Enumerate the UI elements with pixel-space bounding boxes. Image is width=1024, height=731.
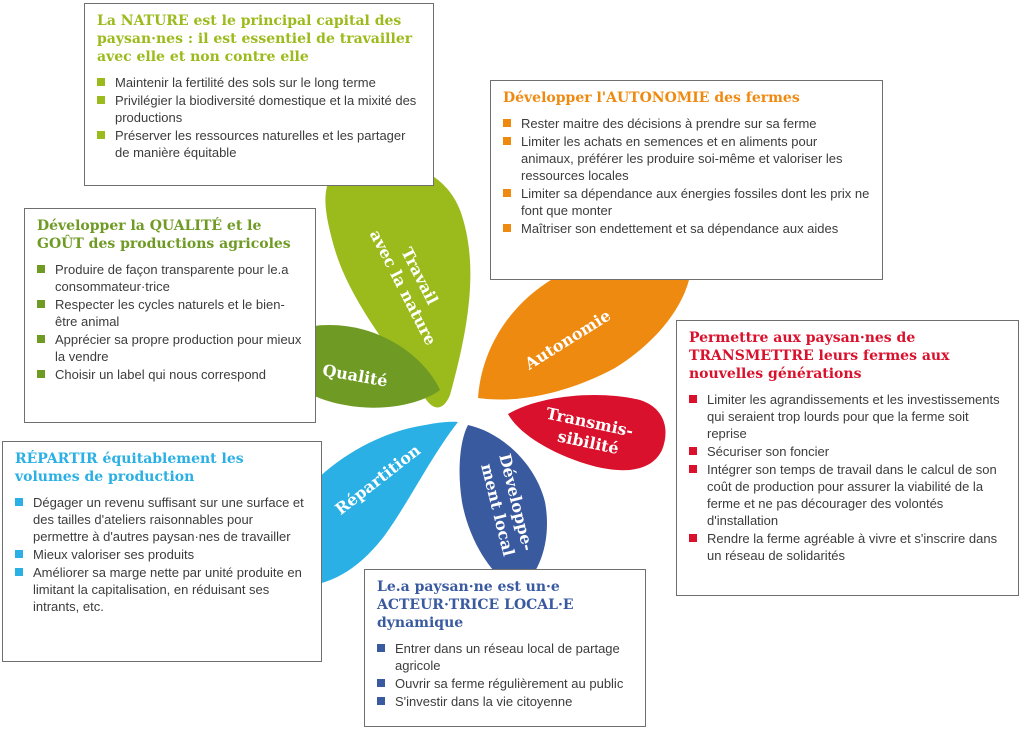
box-repartition-list: Dégager un revenu suffisant sur une surf… <box>15 494 309 615</box>
petal-local-shape <box>459 425 547 590</box>
petal-transmission-shape <box>508 394 666 471</box>
list-item: Rendre la ferme agréable à vivre et s'in… <box>689 530 1006 564</box>
petal-nature: Travail avec la nature <box>325 162 471 408</box>
box-local-list: Entrer dans un réseau local de partage a… <box>377 640 633 710</box>
list-item: Sécuriser son foncier <box>689 443 1006 460</box>
list-item: Ouvrir sa ferme régulièrement au public <box>377 675 633 692</box>
list-item: Produire de façon transparente pour le.a… <box>37 261 303 295</box>
list-item: Rester maitre des décisions à prendre su… <box>503 115 870 132</box>
petal-autonomie: Autonomie <box>478 252 692 400</box>
list-item: Limiter les agrandissements et les inves… <box>689 391 1006 442</box>
box-nature: La NATURE est le principal capital des p… <box>84 3 434 186</box>
petal-transmission: Transmis- sibilité <box>508 394 666 471</box>
petal-nature-shape <box>325 162 471 408</box>
box-qualite-list: Produire de façon transparente pour le.a… <box>37 261 303 383</box>
box-local-title: Le.a paysan·ne est un·e ACTEUR·TRICE LOC… <box>377 579 574 631</box>
box-qualite-title: Développer la QUALITÉ et le GOÛT des pro… <box>37 218 291 252</box>
list-item: Intégrer son temps de travail dans le ca… <box>689 461 1006 529</box>
list-item: Maintenir la fertilité des sols sur le l… <box>97 74 421 91</box>
list-item: Privilégier la biodiversité domestique e… <box>97 92 421 126</box>
list-item: Respecter les cycles naturels et le bien… <box>37 296 303 330</box>
list-item: Maîtriser son endettement et sa dépendan… <box>503 220 870 237</box>
list-item: Limiter sa dépendance aux énergies fossi… <box>503 185 870 219</box>
box-transmission-list: Limiter les agrandissements et les inves… <box>689 391 1006 564</box>
list-item: Limiter les achats en semences et en ali… <box>503 133 870 184</box>
list-item: Mieux valoriser ses produits <box>15 546 309 563</box>
list-item: Entrer dans un réseau local de partage a… <box>377 640 633 674</box>
box-repartition-title: RÉPARTIR équitablement les volumes de pr… <box>15 451 244 485</box>
list-item: Préserver les ressources naturelles et l… <box>97 127 421 161</box>
box-nature-title: La NATURE est le principal capital des p… <box>97 13 413 65</box>
box-autonomie-title: Développer l'AUTONOMIE des fermes <box>503 90 800 106</box>
list-item: S'investir dans la vie citoyenne <box>377 693 633 710</box>
petal-local: Développe- ment local <box>459 425 547 590</box>
box-autonomie-list: Rester maitre des décisions à prendre su… <box>503 115 870 237</box>
list-item: Améliorer sa marge nette par unité produ… <box>15 564 309 615</box>
box-repartition: RÉPARTIR équitablement les volumes de pr… <box>2 441 322 662</box>
box-transmission-title: Permettre aux paysan·nes de TRANSMETTRE … <box>689 330 950 382</box>
box-local: Le.a paysan·ne est un·e ACTEUR·TRICE LOC… <box>364 569 646 727</box>
box-transmission: Permettre aux paysan·nes de TRANSMETTRE … <box>676 320 1019 596</box>
box-autonomie: Développer l'AUTONOMIE des fermes Rester… <box>490 80 883 280</box>
list-item: Dégager un revenu suffisant sur une surf… <box>15 494 309 545</box>
petal-autonomie-shape <box>478 252 692 400</box>
box-nature-list: Maintenir la fertilité des sols sur le l… <box>97 74 421 161</box>
list-item: Apprécier sa propre production pour mieu… <box>37 331 303 365</box>
box-qualite: Développer la QUALITÉ et le GOÛT des pro… <box>24 208 316 423</box>
list-item: Choisir un label qui nous correspond <box>37 366 303 383</box>
